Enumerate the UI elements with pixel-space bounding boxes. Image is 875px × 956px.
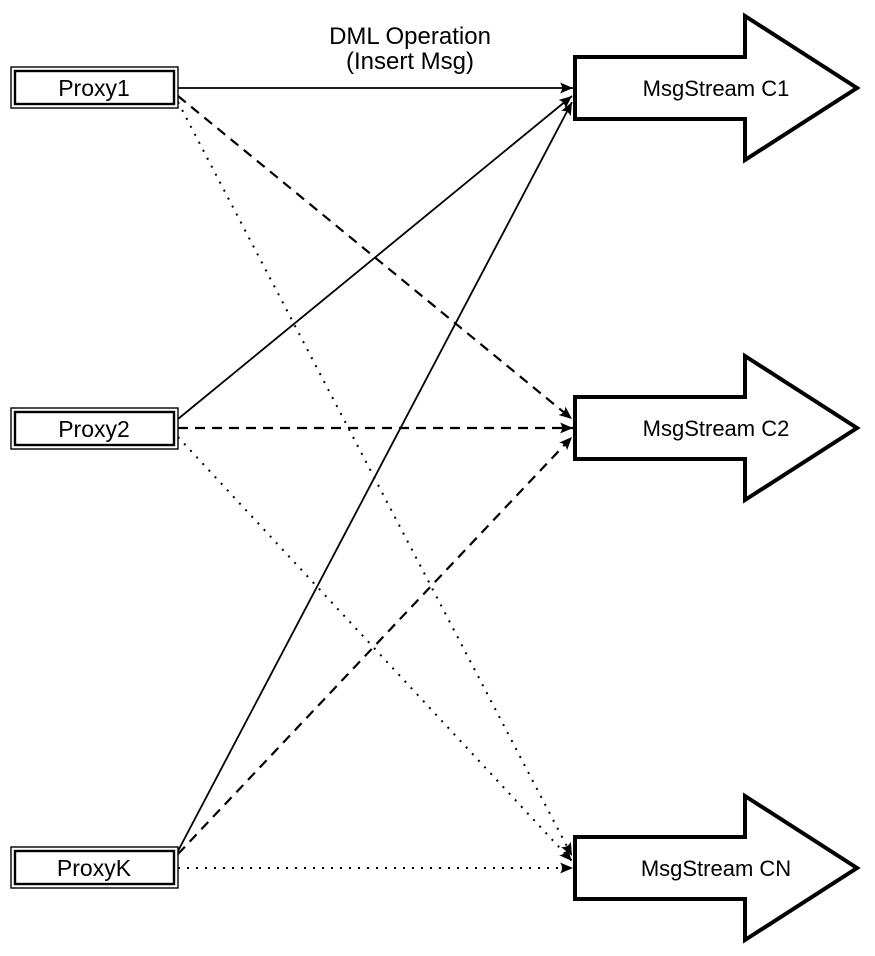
diagram-title: DML Operation (Insert Msg): [329, 23, 491, 75]
proxy1-label: Proxy1: [58, 75, 130, 101]
proxyk-label: ProxyK: [57, 855, 132, 881]
edge-proxyk-to-c1: [177, 101, 573, 852]
stream-c1-label: MsgStream C1: [643, 76, 790, 101]
stream-c2: MsgStream C2: [573, 352, 861, 504]
edge-proxy2-to-cn: [177, 436, 573, 862]
edge-proxy2-to-c1: [177, 95, 573, 420]
block-arrow-shape-c2: [573, 352, 861, 504]
proxy2-inner-border: [13, 410, 176, 447]
proxy1-inner-border: [13, 69, 176, 106]
diagram-title-line2: (Insert Msg): [346, 48, 474, 75]
stream-cn: MsgStream CN: [573, 792, 861, 944]
proxyk-inner-border: [13, 849, 176, 886]
proxyk-box: ProxyK: [10, 846, 179, 889]
proxy1-box: Proxy1: [10, 66, 179, 109]
stream-cn-label: MsgStream CN: [641, 856, 791, 881]
block-arrow-shape-cn: [573, 792, 861, 944]
proxy2-label: Proxy2: [58, 416, 130, 442]
stream-c1: MsgStream C1: [573, 12, 861, 164]
block-arrow-shape-c1: [573, 12, 861, 164]
stream-c2-label: MsgStream C2: [643, 416, 790, 441]
edge-proxyk-to-c2: [177, 436, 573, 855]
diagram-title-line1: DML Operation: [329, 23, 491, 50]
edges-group: [177, 82, 573, 874]
proxy2-box: Proxy2: [10, 407, 179, 450]
